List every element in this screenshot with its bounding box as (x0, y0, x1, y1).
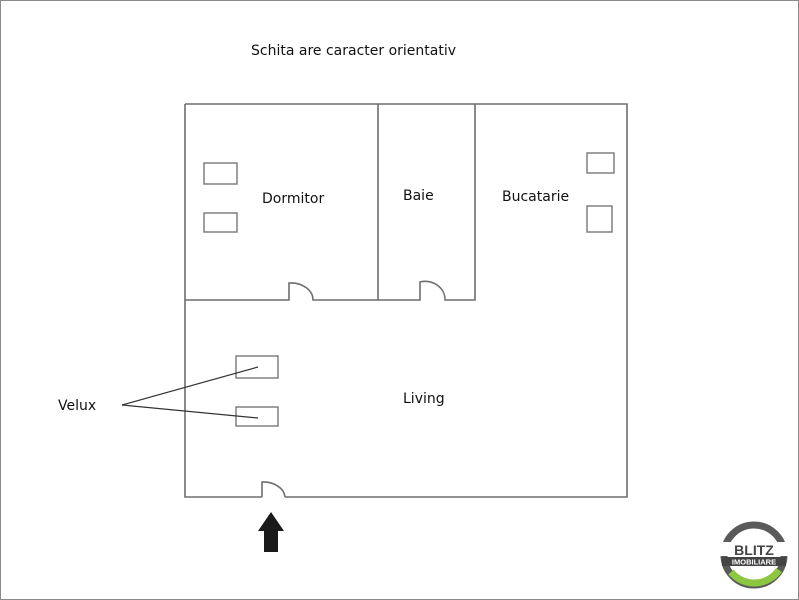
sketch-disclaimer: Schita are caracter orientativ (251, 43, 457, 59)
blitz-imobiliare-logo: BLITZ IMOBILIARE (719, 521, 789, 589)
dormitor-window-1 (203, 162, 238, 185)
svg-text:BLITZ: BLITZ (734, 542, 774, 558)
dormitor-window-2 (203, 212, 238, 233)
outer-wall (185, 103, 628, 498)
velux-window-2 (235, 406, 279, 427)
velux-pointer-1 (121, 366, 259, 406)
entrance-door (261, 481, 286, 498)
velux-label: Velux (58, 398, 97, 414)
velux-pointer-2 (121, 404, 259, 419)
entrance-arrow-icon (258, 512, 284, 552)
bucatarie-window-1 (586, 152, 615, 174)
room-label-dormitor: Dormitor (262, 191, 325, 207)
room-label-living: Living (403, 391, 445, 407)
velux-window-1 (235, 355, 279, 379)
room-label-baie: Baie (403, 188, 434, 204)
bathroom-walls-with-door (377, 104, 476, 301)
bedroom-wall-with-door (185, 282, 378, 301)
outer-wall-left (184, 104, 262, 498)
room-label-bucatarie: Bucatarie (502, 189, 570, 205)
svg-text:IMOBILIARE: IMOBILIARE (732, 558, 776, 567)
bucatarie-window-2 (586, 205, 613, 233)
